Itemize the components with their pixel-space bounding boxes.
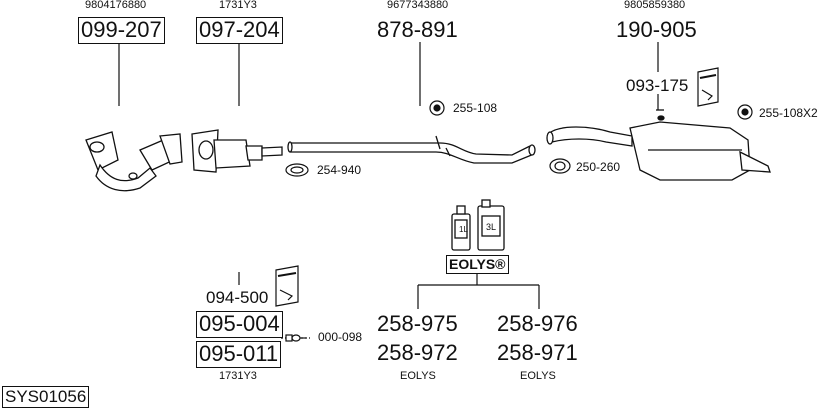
part-number-190-905[interactable]: 190-905 bbox=[616, 17, 697, 42]
part-number-258-972[interactable]: 258-972 bbox=[377, 340, 458, 365]
part-number-255-108[interactable]: 255-108 bbox=[453, 101, 498, 115]
part-number-093-175[interactable]: 093-175 bbox=[626, 76, 689, 95]
part-number-258-971[interactable]: 258-971 bbox=[497, 340, 578, 365]
clamp-icon bbox=[285, 163, 309, 177]
part-number-255-108x2[interactable]: 255-108X2 bbox=[759, 106, 818, 120]
part-number-095-011[interactable]: 095-011 bbox=[196, 341, 282, 368]
part-number-000-098[interactable]: 000-098 bbox=[318, 330, 363, 344]
intermediate-pipe bbox=[287, 135, 536, 164]
oem-reference: 9804176880 bbox=[85, 0, 147, 11]
system-id: SYS01056 bbox=[2, 386, 90, 408]
oem-reference: 9677343880 bbox=[387, 0, 449, 11]
part-number-258-976[interactable]: 258-976 bbox=[497, 311, 578, 336]
mounting-kit-icon bbox=[275, 265, 299, 307]
clamp-icon bbox=[549, 158, 571, 174]
fluid-brand-label: EOLYS bbox=[400, 370, 436, 382]
fluid-brand-label: EOLYS bbox=[520, 370, 556, 382]
part-number-878-891[interactable]: 878-891 bbox=[377, 17, 458, 42]
sensor-icon bbox=[285, 334, 306, 342]
bottle-3l-label: 3L bbox=[486, 222, 497, 232]
catalytic-converter-main bbox=[191, 129, 283, 173]
part-number-250-260[interactable]: 250-260 bbox=[576, 160, 621, 174]
fluid-bottle-1l-icon bbox=[451, 205, 471, 251]
rubber-mount-icon bbox=[429, 100, 445, 116]
oem-reference: 1731Y3 bbox=[219, 0, 257, 11]
eolys-brand-box: EOLYS® bbox=[446, 255, 509, 274]
mounting-kit-icon bbox=[697, 67, 719, 107]
fluid-bottle-3l-icon bbox=[477, 199, 505, 251]
rear-silencer bbox=[546, 109, 771, 181]
part-number-099-207[interactable]: 099-207 bbox=[78, 17, 165, 44]
part-number-097-204[interactable]: 097-204 bbox=[196, 17, 283, 44]
part-number-095-004[interactable]: 095-004 bbox=[196, 311, 283, 338]
oem-reference: 1731Y3 bbox=[219, 370, 257, 382]
bottle-1l-label: 1L bbox=[459, 225, 468, 234]
catalytic-converter-front bbox=[85, 131, 183, 192]
rubber-mount-icon bbox=[737, 104, 753, 120]
part-number-254-940[interactable]: 254-940 bbox=[317, 163, 362, 177]
oem-reference: 9805859380 bbox=[624, 0, 686, 11]
part-number-258-975[interactable]: 258-975 bbox=[377, 311, 458, 336]
part-number-094-500[interactable]: 094-500 bbox=[206, 288, 269, 307]
